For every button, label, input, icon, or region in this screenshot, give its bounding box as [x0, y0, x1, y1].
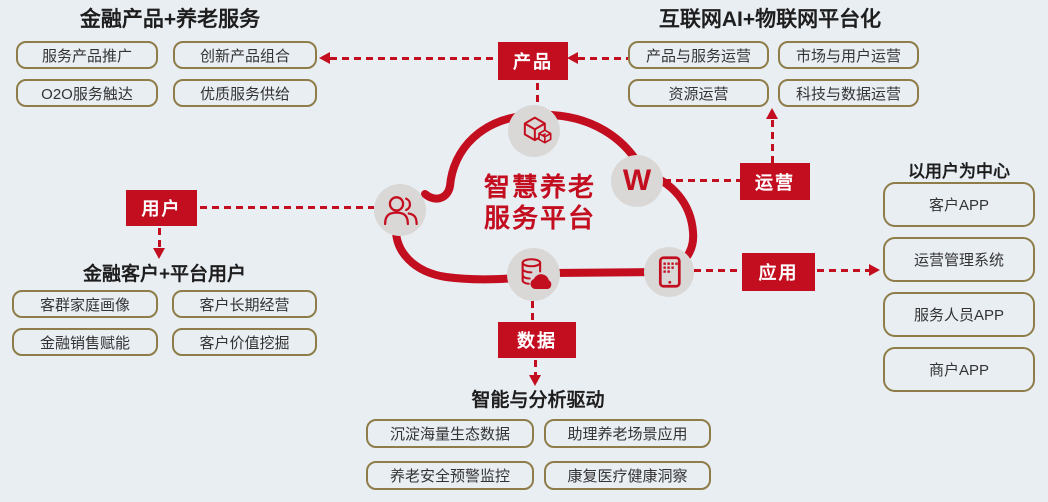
connector-topright-to-product: [578, 57, 628, 60]
group-bottom: 沉淀海量生态数据 助理养老场景应用 养老安全预警监控 康复医疗健康洞察: [366, 419, 711, 490]
w-letter: W: [622, 164, 652, 197]
data-cloud-icon-glyph: [521, 257, 551, 289]
node-eldercare-scenarios: 助理养老场景应用: [544, 419, 711, 448]
group-right: 客户APP 运营管理系统 服务人员APP 商户APP: [883, 182, 1035, 392]
node-finance-sales-enable: 金融销售赋能: [12, 328, 158, 356]
node-resource-ops: 资源运营: [628, 79, 769, 107]
node-customer-family-profile: 客群家庭画像: [12, 290, 158, 318]
connector-data-down: [534, 360, 537, 376]
platform-title-line2: 服务平台: [483, 203, 596, 233]
group-top-left: 服务产品推广 创新产品组合 O2O服务触达 优质服务供给: [16, 41, 317, 107]
arrowhead-right-apps: [869, 264, 880, 276]
node-service-staff-app: 服务人员APP: [883, 292, 1035, 337]
arrowhead-left-topleft: [319, 52, 330, 64]
node-innovative-product-mix: 创新产品组合: [173, 41, 317, 69]
group-people-icon: [374, 184, 426, 236]
heading-finance-customers: 金融客户+平台用户: [82, 264, 247, 285]
connector-datacloud-to-data: [531, 301, 534, 322]
connector-w-to-operation: [664, 179, 740, 182]
arrowhead-up-topright: [766, 108, 778, 119]
heading-internet-ai-iot: 互联网AI+物联网平台化: [658, 8, 882, 31]
node-customer-app: 客户APP: [883, 182, 1035, 227]
node-tech-data-ops: 科技与数据运营: [778, 79, 919, 107]
platform-title: 智慧养老 服务平台: [458, 172, 622, 234]
w-letter-icon: W: [611, 155, 663, 207]
data-cloud-icon: [507, 248, 560, 301]
badge-application: 应用: [742, 253, 815, 291]
node-rehab-health-insight: 康复医疗健康洞察: [544, 461, 711, 490]
node-market-user-ops: 市场与用户运营: [778, 41, 919, 69]
connector-application-to-right: [817, 269, 871, 272]
connector-product-to-topleft: [330, 57, 498, 60]
node-customer-longterm-ops: 客户长期经营: [172, 290, 317, 318]
node-service-product-promo: 服务产品推广: [16, 41, 158, 69]
badge-user: 用户: [126, 190, 197, 226]
connector-product-to-cube: [536, 83, 539, 104]
node-quality-service-supply: 优质服务供给: [173, 79, 317, 107]
tablet-app-icon-glyph: [658, 256, 681, 288]
group-bottom-left: 客群家庭画像 客户长期经营 金融销售赋能 客户价值挖掘: [12, 290, 317, 356]
connector-user-to-people: [200, 206, 374, 209]
heading-user-centric: 以用户为中心: [908, 162, 1010, 181]
node-ops-management-system: 运营管理系统: [883, 237, 1035, 282]
group-top-right: 产品与服务运营 市场与用户运营 资源运营 科技与数据运营: [628, 41, 919, 107]
platform-title-line1: 智慧养老: [483, 172, 596, 202]
arrowhead-left-product: [567, 52, 578, 64]
arrowhead-down-user: [153, 248, 165, 259]
node-o2o-service-reach: O2O服务触达: [16, 79, 158, 107]
node-merchant-app: 商户APP: [883, 347, 1035, 392]
connector-tablet-to-application: [694, 269, 742, 272]
badge-operation: 运营: [740, 163, 810, 200]
arrowhead-down-data: [529, 375, 541, 386]
connector-operation-to-topright: [771, 120, 774, 163]
cube-icon-glyph: [523, 116, 552, 144]
node-product-service-ops: 产品与服务运营: [628, 41, 769, 69]
cube-icon: [508, 105, 560, 157]
badge-product: 产品: [498, 42, 568, 80]
node-ecosystem-data: 沉淀海量生态数据: [366, 419, 534, 448]
group-people-icon-glyph: [383, 196, 418, 226]
heading-finance-products: 金融产品+养老服务: [79, 8, 261, 31]
heading-intelligence-analytics: 智能与分析驱动: [471, 390, 605, 411]
node-safety-warning-monitor: 养老安全预警监控: [366, 461, 534, 490]
badge-data: 数据: [498, 322, 576, 358]
tablet-app-icon: [644, 247, 694, 297]
node-customer-value-mining: 客户价值挖掘: [172, 328, 317, 356]
connector-user-down: [158, 228, 161, 248]
